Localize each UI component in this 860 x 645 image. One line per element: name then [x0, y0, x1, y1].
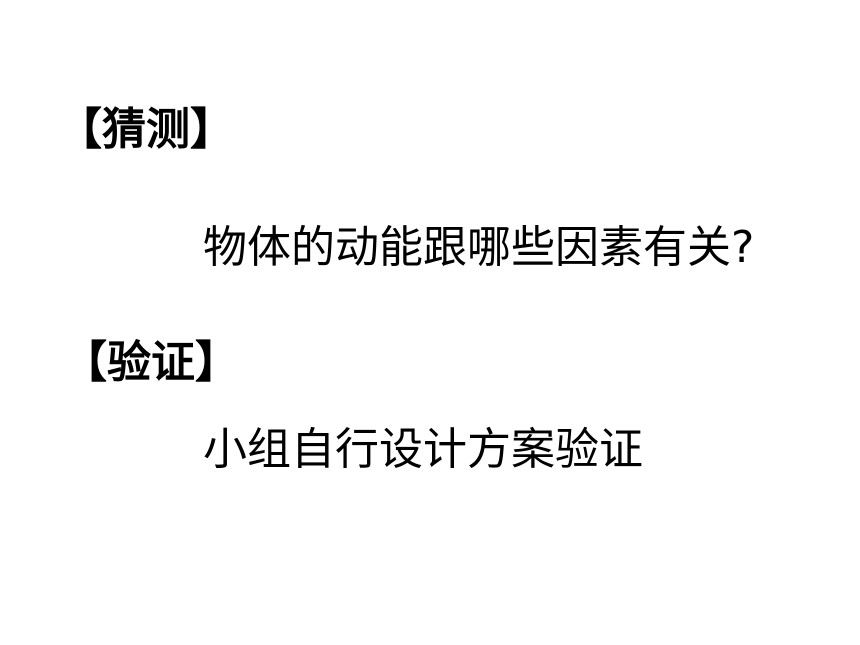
verify-statement: 小组自行设计方案验证: [203, 424, 643, 475]
guess-question: 物体的动能跟哪些因素有关?: [203, 222, 755, 273]
verify-heading: 【验证】: [63, 337, 239, 388]
guess-heading: 【猜测】: [58, 104, 234, 155]
